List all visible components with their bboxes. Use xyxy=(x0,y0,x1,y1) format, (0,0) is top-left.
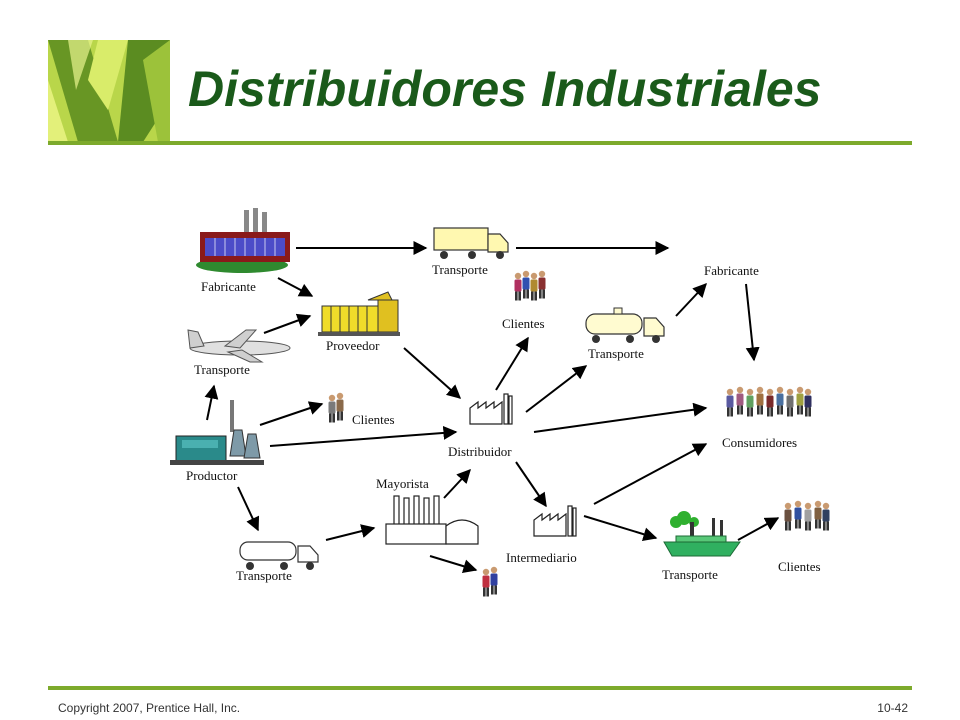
arrow-fabricante-consumidores xyxy=(745,283,760,362)
label-transporte-ship: Transporte xyxy=(662,567,718,582)
label-intermediario: Intermediario xyxy=(506,550,577,565)
arrow-intermediario-consumidores xyxy=(593,443,708,505)
slide-logo xyxy=(48,40,170,142)
label-transporte-bottom-left: Transporte xyxy=(236,568,292,583)
label-clientes-bottom: Clientes xyxy=(778,559,821,574)
clients-icon xyxy=(514,270,546,301)
arrow-productor-plane xyxy=(204,384,219,421)
arrow-plane-proveedor xyxy=(263,313,312,334)
arrow-fabricante-proveedor xyxy=(277,277,314,297)
label-consumidores: Consumidores xyxy=(722,435,797,450)
factory-icon xyxy=(196,208,290,273)
wholesaler-icon xyxy=(385,495,479,545)
arrow-distribuidor-transporte xyxy=(525,365,588,413)
arrow-distribuidor-clientes xyxy=(495,336,529,391)
distributor-icon xyxy=(469,393,513,425)
label-mayorista: Mayorista xyxy=(376,476,429,491)
truck-icon xyxy=(433,227,509,259)
label-clientes-top: Clientes xyxy=(502,316,545,331)
label-fabricante-right: Fabricante xyxy=(704,263,759,278)
arrow-productor-transporte xyxy=(237,486,260,532)
clients-icon-mid xyxy=(328,392,344,423)
ship-icon xyxy=(663,511,741,557)
label-productor: Productor xyxy=(186,468,238,483)
arrow-transporte-mayorista xyxy=(325,524,376,541)
flow-arrows xyxy=(204,241,780,574)
label-distribuidor: Distribuidor xyxy=(448,444,512,459)
airplane-icon xyxy=(187,329,291,363)
label-clientes-mid: Clientes xyxy=(352,412,395,427)
supplier-icon xyxy=(318,291,400,336)
label-transporte-top: Transporte xyxy=(432,262,488,277)
arrow-productor-distribuidor xyxy=(269,425,458,447)
footer-copyright: Copyright 2007, Prentice Hall, Inc. xyxy=(58,701,241,715)
arrow-ship-clientes xyxy=(737,517,780,541)
arrow-transporte-fabricante-right xyxy=(675,282,707,317)
clients-icon-bottom-right xyxy=(784,500,830,531)
arrow-mayorista-distribuidor xyxy=(443,468,471,499)
label-transporte-tanker-top: Transporte xyxy=(588,346,644,361)
producer-plant-icon xyxy=(170,400,264,465)
slide-number: 10-42 xyxy=(877,701,908,715)
arrow-productor-clientes xyxy=(259,401,324,426)
tanker-truck-icon xyxy=(585,307,665,343)
tanker-truck-icon-bottom xyxy=(239,541,319,570)
label-transporte-plane: Transporte xyxy=(194,362,250,377)
consumers-icon xyxy=(726,386,812,417)
page-title: Distribuidores Industriales xyxy=(188,61,822,117)
footer-divider xyxy=(48,686,912,690)
title-divider xyxy=(48,141,912,145)
clients-icon-bottom-center xyxy=(482,566,498,597)
label-fabricante-left: Fabricante xyxy=(201,279,256,294)
arrow-distribuidor-consumidores xyxy=(533,402,708,433)
intermediary-icon xyxy=(533,505,577,537)
label-proveedor: Proveedor xyxy=(326,338,380,353)
arrow-intermediario-transporte xyxy=(583,515,658,542)
arrow-mayorista-clientes xyxy=(429,555,478,574)
arrow-distribuidor-intermediario xyxy=(515,461,547,508)
arrow-proveedor-distribuidor xyxy=(403,347,462,399)
